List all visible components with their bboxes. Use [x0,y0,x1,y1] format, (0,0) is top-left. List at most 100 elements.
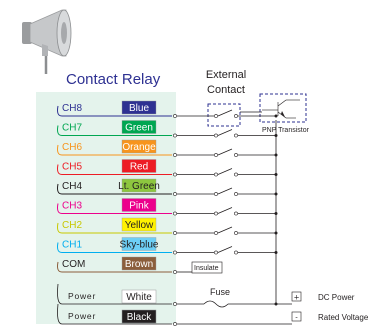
channel-label: CH6 [62,142,82,153]
channel-row: CH8 Blue [57,100,278,118]
power-wire [57,303,172,325]
terminal-dot [173,114,177,118]
switch-blade [217,109,233,117]
channel-wire [57,125,172,136]
polarity-sign: + [294,294,300,302]
wire-color-box [121,100,157,115]
switch-contact-dot [234,250,238,255]
channel-wire [57,242,172,253]
polarity-box [291,311,302,322]
switch-contact-dot [214,192,218,196]
terminal-dot [173,250,177,255]
external-contact-box [207,103,241,127]
channel-label: CH3 [62,201,82,212]
switch-blade [217,207,233,214]
channel-wire [57,203,172,214]
pnp-transistor-symbol [259,93,307,123]
channel-label: CH4 [62,181,82,192]
junction-dot [274,114,278,118]
switch-contact-dot [214,250,218,255]
power-row: Power Black - Rated Voltage [57,303,369,326]
junction-dot [274,231,278,235]
switch-contact-dot [214,153,218,157]
wire-color-label: Blue [129,103,149,114]
wire-color-box [121,217,157,232]
external-contact-label-line2: Contact [207,84,245,96]
switch-blade [217,129,233,136]
terminal-dot [173,322,177,326]
channel-label: CH5 [62,162,82,173]
pnp-transistor-label: PNP Transistor [262,127,310,134]
channel-wire [57,144,172,156]
channel-row: CH6 Orange [57,139,278,157]
junction-dot [274,153,278,157]
switch-contact-dot [214,133,218,138]
junction-dot [274,192,278,196]
channel-wire [57,105,172,117]
junction-dot [274,251,278,254]
wire-color-box [121,159,157,173]
channel-label: CH1 [62,240,82,251]
power-description: Rated Voltage [318,313,369,322]
channel-label: CH8 [62,103,82,114]
switch-contact-dot [214,211,218,216]
terminal-dot [173,231,177,235]
switch-blade [217,148,233,156]
channel-row: CH5 Red [57,159,278,177]
terminal-dot [173,270,177,274]
wire-color-box [121,178,157,193]
power-wire [57,283,172,305]
switch-blade [217,246,233,253]
junction-dot [274,302,278,306]
wire-color-box [121,256,157,271]
relay-title: Contact Relay [66,71,161,88]
channel-row: CH4 Lt. Green [57,178,278,196]
channel-row: CH2 Yellow [57,217,278,235]
wire-color-label: Yellow [125,220,154,231]
power-description: DC Power [318,293,355,302]
horn-speaker-icon [22,9,72,57]
switch-contact-dot [234,172,238,177]
switch-contact-dot [214,172,218,177]
junction-dot [274,173,278,176]
polarity-box [291,291,302,302]
switch-contact-dot [214,114,218,118]
power-label: Power [68,311,96,321]
junction-dot [274,134,278,137]
wire-color-box [121,139,157,154]
switch-contact-dot [234,133,238,138]
terminal-dot [173,172,177,177]
wire-color-label: Green [125,123,153,134]
fuse-label: Fuse [210,287,230,297]
channel-row: CH7 Green [57,120,278,138]
polarity-sign: - [295,314,298,322]
switch-contact-dot [234,211,238,216]
terminal-dot [173,133,177,138]
power-wire-color-box [121,289,157,304]
channel-wire [57,222,172,234]
wire-color-label: Red [130,162,148,173]
terminal-dot [173,153,177,157]
power-wire-label: White [126,292,152,303]
wire-color-label: Orange [122,142,156,153]
wire-color-box [121,120,157,134]
power-wire-label: Black [127,312,152,323]
channel-label: COM [62,259,85,270]
wire-color-box [121,237,157,251]
switch-contact-dot [234,231,238,235]
terminal-dot [173,302,177,306]
wire-color-label: Lt. Green [118,181,160,192]
switch-contact-dot [234,153,238,157]
power-wire-color-box [121,309,157,324]
channel-label: CH2 [62,220,82,231]
channel-label: CH7 [62,123,82,134]
wire-color-box [121,198,157,212]
insulate-label: Insulate [194,265,219,272]
switch-contact-dot [234,192,238,196]
